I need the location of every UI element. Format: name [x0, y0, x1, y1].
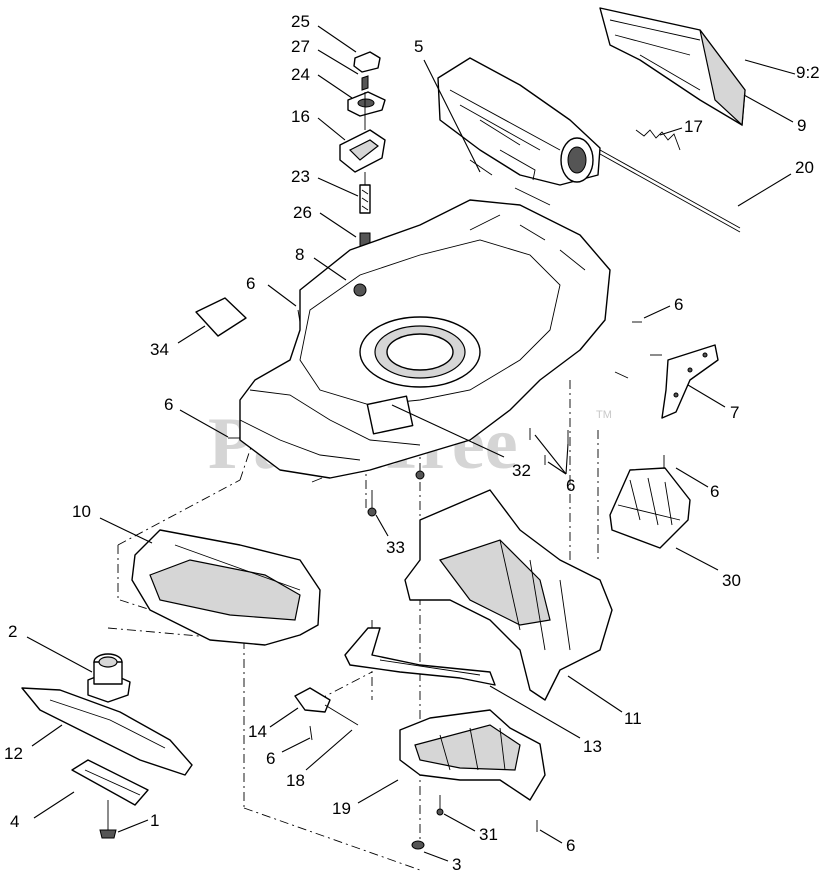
- callout-6-front-cover: 6: [566, 836, 575, 855]
- blade-part: [21, 687, 193, 776]
- callout-8: 8: [295, 245, 304, 264]
- tray-part: [609, 467, 691, 549]
- callout-3: 3: [452, 855, 461, 874]
- stiffener-part: [71, 759, 149, 806]
- rear-door-part: [599, 7, 746, 127]
- callout-6-front-left: 6: [164, 395, 173, 414]
- callout-31: 31: [479, 825, 498, 844]
- callout-labels: 25 27 24 16 23 26 8 6 34 6 5 9:2 9 17 20…: [4, 12, 820, 874]
- callout-32: 32: [512, 461, 531, 480]
- side-bracket-part: [661, 344, 719, 419]
- callout-23: 23: [291, 167, 310, 186]
- callout-33: 33: [386, 538, 405, 557]
- callout-20: 20: [795, 158, 814, 177]
- callout-5: 5: [414, 37, 423, 56]
- screw-and-nut-parts: [367, 470, 425, 850]
- callout-7: 7: [730, 403, 739, 422]
- callout-24: 24: [291, 65, 310, 84]
- callout-6-tray: 6: [710, 482, 719, 501]
- callout-9: 9: [797, 116, 806, 135]
- blade-bolt-part: [99, 800, 117, 839]
- callout-6-side-bolts: 6: [674, 295, 683, 314]
- callout-17: 17: [684, 117, 703, 136]
- callout-11: 11: [624, 709, 642, 728]
- callout-12: 12: [4, 744, 23, 763]
- callout-6-rear-pins: 6: [566, 476, 575, 495]
- callout-13: 13: [583, 737, 602, 756]
- height-adjuster-stack: [339, 51, 386, 247]
- mower-deck-part: [239, 199, 611, 479]
- callout-10: 10: [72, 502, 91, 521]
- knob-part: [294, 687, 359, 726]
- callout-6-deck-top: 6: [246, 274, 255, 293]
- dowel-part: [436, 795, 444, 816]
- skirt-part: [131, 529, 321, 646]
- baffle-part: [404, 489, 613, 701]
- callout-30: 30: [722, 571, 741, 590]
- callout-16: 16: [291, 107, 310, 126]
- spring-and-rod-parts: [599, 129, 741, 233]
- callout-2: 2: [8, 622, 17, 641]
- callout-26: 26: [293, 203, 312, 222]
- callout-9-2: 9:2: [796, 63, 820, 82]
- callout-6-knob: 6: [266, 749, 275, 768]
- callout-19: 19: [332, 799, 351, 818]
- decal-part: [195, 297, 247, 337]
- callout-18: 18: [286, 771, 305, 790]
- callout-27: 27: [291, 37, 310, 56]
- callout-25: 25: [291, 12, 310, 31]
- callout-34: 34: [150, 340, 169, 359]
- rear-housing-part: [437, 57, 601, 206]
- bolts: [228, 309, 665, 832]
- watermark-trademark: TM: [596, 409, 612, 421]
- leader-lines: [26, 25, 796, 862]
- blade-adapter-part: [87, 653, 131, 703]
- callout-14: 14: [248, 722, 267, 741]
- mounting-plate-part: [344, 627, 496, 686]
- callout-4: 4: [10, 812, 19, 831]
- front-cover-part: [399, 709, 546, 801]
- callout-1: 1: [150, 811, 159, 830]
